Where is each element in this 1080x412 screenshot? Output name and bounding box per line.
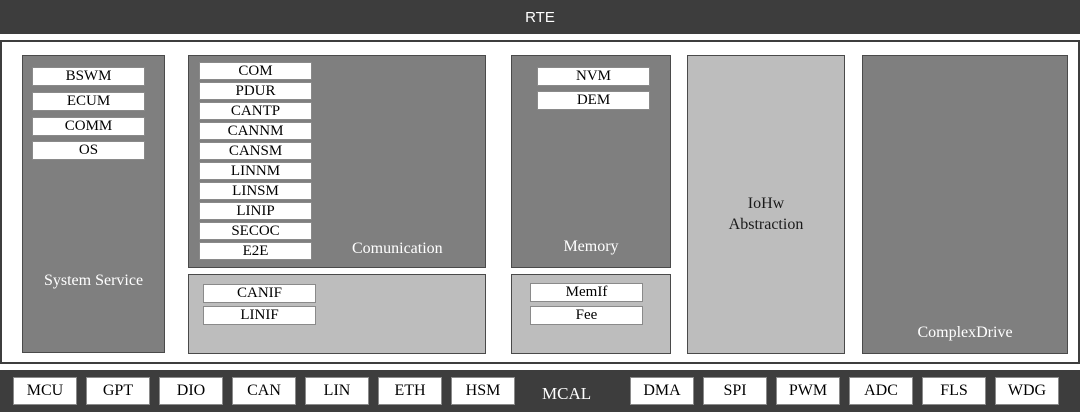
module-pdur: PDUR: [199, 82, 312, 100]
iohw-label-line2: Abstraction: [728, 215, 804, 233]
module-cantp: CANTP: [199, 102, 312, 120]
module-linif: LINIF: [203, 306, 316, 325]
communication-label: Comunication: [352, 240, 443, 257]
module-cannm: CANNM: [199, 122, 312, 140]
module-memif: MemIf: [530, 283, 643, 302]
module-bswm: BSWM: [32, 67, 145, 86]
module-linsm: LINSM: [199, 182, 312, 200]
system-service-panel: System Service BSWM ECUM COMM OS: [22, 55, 165, 353]
iohw-abstraction-panel: IoHw Abstraction: [687, 55, 845, 354]
complex-drive-panel: ComplexDrive: [862, 55, 1068, 354]
module-e2e: E2E: [199, 242, 312, 260]
module-linip: LINIP: [199, 202, 312, 220]
rte-bar: RTE: [0, 0, 1080, 34]
module-comm: COMM: [32, 117, 145, 136]
module-os: OS: [32, 141, 145, 160]
mcal-module-spi: SPI: [703, 377, 767, 405]
mcal-module-eth: ETH: [378, 377, 442, 405]
mcal-module-hsm: HSM: [451, 377, 515, 405]
mcal-module-adc: ADC: [849, 377, 913, 405]
mcal-label: MCAL: [542, 384, 592, 403]
mcal-module-dio: DIO: [159, 377, 223, 405]
iohw-label-line1: IoHw: [747, 195, 785, 212]
memory-panel: Memory NVM DEM: [511, 55, 671, 268]
mcal-module-mcu: MCU: [13, 377, 77, 405]
bsw-frame: System Service BSWM ECUM COMM OS Comunic…: [0, 40, 1080, 364]
mcal-module-gpt: GPT: [86, 377, 150, 405]
module-nvm: NVM: [537, 67, 650, 86]
mcal-module-fls: FLS: [922, 377, 986, 405]
communication-panel: Comunication COM PDUR CANTP CANNM CANSM …: [188, 55, 486, 268]
module-ecum: ECUM: [32, 92, 145, 111]
mcal-module-wdg: WDG: [995, 377, 1059, 405]
mcal-module-can: CAN: [232, 377, 296, 405]
module-cansm: CANSM: [199, 142, 312, 160]
memory-label: Memory: [563, 238, 619, 255]
mcal-module-lin: LIN: [305, 377, 369, 405]
mcal-module-pwm: PWM: [776, 377, 840, 405]
mcal-bar: MCU GPT DIO CAN LIN ETH HSM MCAL DMA SPI…: [0, 370, 1080, 412]
complex-drive-label: ComplexDrive: [917, 324, 1013, 341]
communication-if-panel: CANIF LINIF: [188, 274, 486, 354]
module-secoc: SECOC: [199, 222, 312, 240]
module-com: COM: [199, 62, 312, 80]
system-service-label: System Service: [43, 272, 144, 289]
module-fee: Fee: [530, 306, 643, 325]
mcal-module-dma: DMA: [630, 377, 694, 405]
module-canif: CANIF: [203, 284, 316, 303]
iohw-abstraction-label: IoHw Abstraction: [688, 194, 844, 236]
memory-if-panel: MemIf Fee: [511, 274, 671, 354]
module-dem: DEM: [537, 91, 650, 110]
module-linnm: LINNM: [199, 162, 312, 180]
rte-label: RTE: [525, 8, 555, 26]
